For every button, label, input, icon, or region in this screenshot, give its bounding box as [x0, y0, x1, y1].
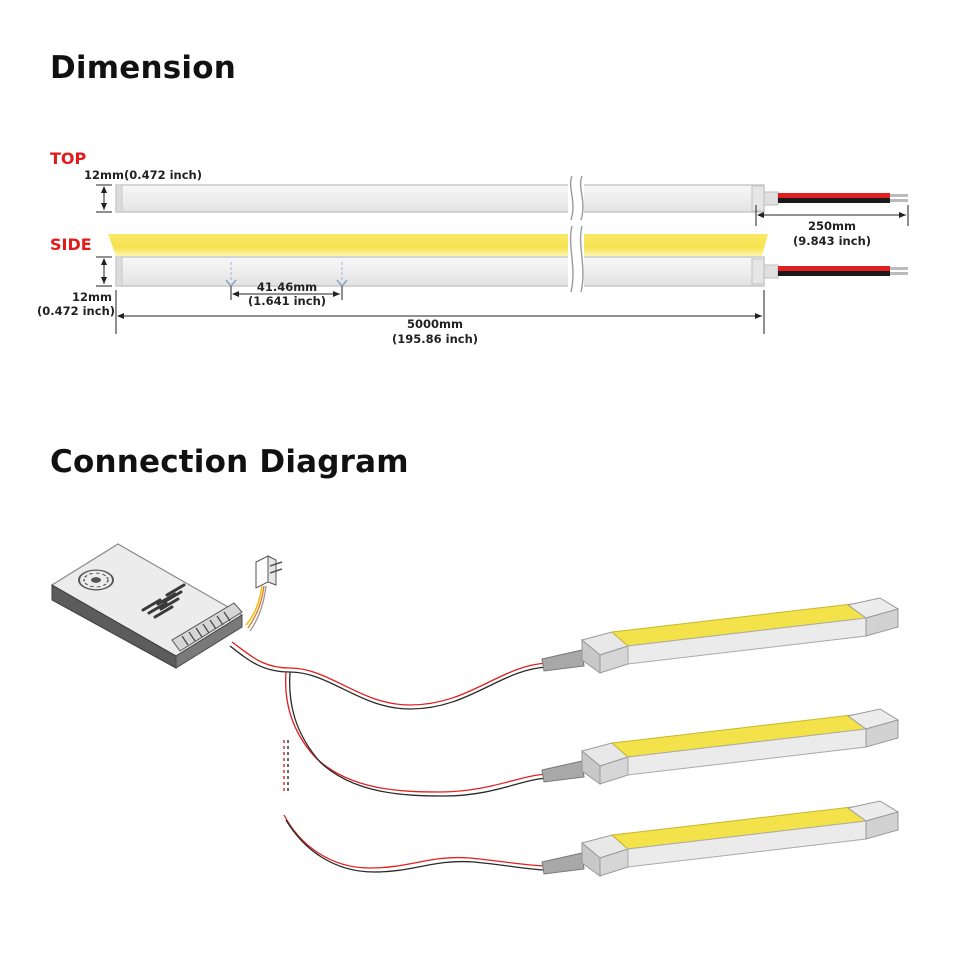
side-view-strip — [108, 225, 779, 293]
ac-cord — [245, 585, 263, 626]
vent-slots — [141, 583, 186, 619]
top-view-strip — [115, 175, 779, 221]
total-length-mm: 5000mm — [407, 317, 463, 331]
dimension-title: Dimension — [50, 50, 236, 86]
dc-wires — [229, 641, 549, 873]
side-view-label: SIDE — [50, 235, 92, 254]
total-length-dimension — [115, 290, 765, 334]
total-length-inch: (195.86 inch) — [392, 332, 478, 346]
side-height-dimension — [96, 256, 112, 287]
ac-plug-icon — [255, 555, 283, 589]
cut-pitch-mm: 41.46mm — [257, 280, 317, 294]
cut-pitch-inch: (1.641 inch) — [248, 294, 326, 308]
power-supply — [50, 543, 244, 669]
top-width-label: 12mm(0.472 inch) — [84, 168, 202, 182]
cable-length-dimension — [755, 205, 909, 226]
side-view-cable — [778, 266, 908, 276]
fan-icon — [78, 569, 114, 591]
top-view-label: TOP — [50, 149, 87, 168]
top-view-cable — [778, 193, 908, 203]
cable-length-inch: (9.843 inch) — [793, 234, 871, 248]
led-strip-2 — [541, 708, 900, 785]
side-height-inch: (0.472 inch) — [37, 304, 115, 318]
side-height-mm: 12mm — [72, 290, 112, 304]
led-strip-1 — [541, 597, 900, 674]
continuation-dashes — [283, 740, 289, 792]
cable-length-mm: 250mm — [808, 219, 856, 233]
cut-pitch-dimension — [230, 286, 343, 300]
connection-diagram-title: Connection Diagram — [50, 444, 409, 480]
top-height-dimension — [96, 184, 112, 213]
led-strip-3 — [541, 800, 900, 877]
